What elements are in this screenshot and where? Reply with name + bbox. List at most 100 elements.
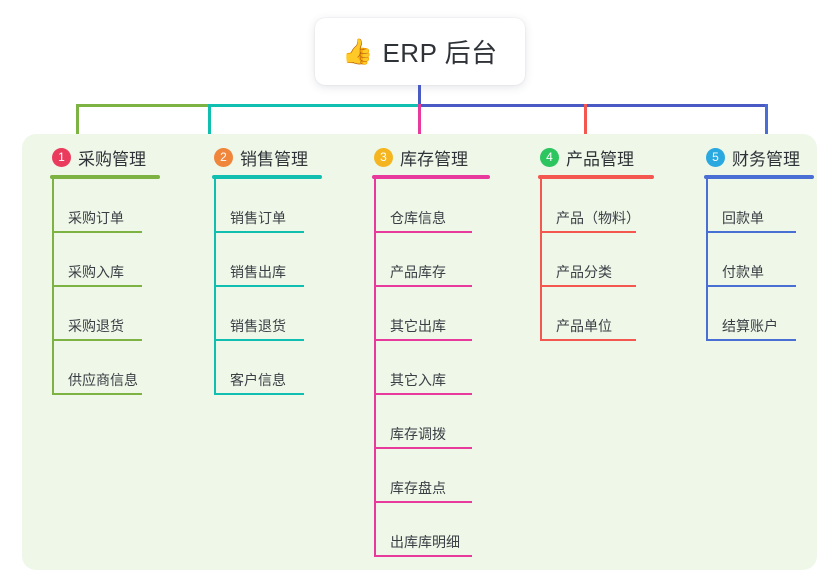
leaf-item-rule [542,339,636,341]
leaf-item[interactable]: 库存调拨 [374,395,518,449]
leaf-item-rule [216,231,304,233]
leaf-item-label: 库存调拨 [390,426,446,442]
column-spine-5 [706,179,708,341]
column-badge-1: 1 [52,147,71,167]
leaf-item[interactable]: 其它入库 [374,341,518,395]
column-title-5: 财务管理 [732,149,800,169]
column-spine-4 [540,179,542,341]
leaf-item[interactable]: 销售出库 [214,233,352,287]
root-node[interactable]: 👍 ERP 后台 [315,18,525,85]
connector-bar-left [76,104,210,107]
column-header-1[interactable]: 1 采购管理 [36,144,194,170]
leaf-item-label: 产品分类 [556,264,612,280]
leaf-item-rule [216,285,304,287]
leaf-item-rule [54,393,142,395]
leaf-item-label: 采购退货 [68,318,124,334]
leaf-item[interactable]: 付款单 [706,233,832,287]
leaf-item[interactable]: 仓库信息 [374,179,518,233]
leaf-item-label: 供应商信息 [68,372,138,388]
column-items-4: 产品（物料） 产品分类产品单位 [524,179,682,341]
column-badge-3: 3 [374,147,393,167]
leaf-item-label: 产品（物料） [556,210,640,226]
root-node-label: ERP 后台 [382,38,498,68]
column-items-1: 采购订单采购入库采购退货供应商信息 [36,179,194,395]
leaf-item-label: 采购入库 [68,264,124,280]
leaf-item[interactable]: 采购订单 [52,179,194,233]
column-title-1: 采购管理 [78,149,146,169]
leaf-item[interactable]: 回款单 [706,179,832,233]
connector-bar-right [418,104,768,107]
leaf-item[interactable]: 出库库明细 [374,503,518,557]
leaf-item-label: 销售出库 [230,264,286,280]
column-rule-2 [212,175,322,179]
leaf-item[interactable]: 产品单位 [540,287,682,341]
column-4: 4 产品管理产品（物料） 产品分类产品单位 [524,144,682,341]
connector-drop-4 [584,104,587,136]
column-spine-1 [52,179,54,395]
diagram-panel [22,134,817,570]
column-spine-3 [374,179,376,557]
column-header-3[interactable]: 3 库存管理 [358,144,518,170]
column-title-4: 产品管理 [566,149,634,169]
leaf-item-label: 库存盘点 [390,480,446,496]
leaf-item[interactable]: 销售订单 [214,179,352,233]
column-title-2: 销售管理 [240,149,308,169]
connector-drop-1 [76,104,79,136]
connector-drop-3 [418,104,421,136]
column-rule-4 [538,175,654,179]
leaf-item-label: 结算账户 [722,318,778,334]
column-header-2[interactable]: 2 销售管理 [198,144,352,170]
leaf-item-rule [708,231,796,233]
column-title-3: 库存管理 [400,149,468,169]
connector-bar-mid [208,104,420,107]
leaf-item-rule [54,339,142,341]
column-badge-4: 4 [540,147,559,167]
column-1: 1 采购管理采购订单采购入库采购退货供应商信息 [36,144,194,395]
connector-drop-5 [765,104,768,136]
leaf-item[interactable]: 库存盘点 [374,449,518,503]
leaf-item-rule [54,231,142,233]
leaf-item-rule [376,285,472,287]
leaf-item[interactable]: 产品分类 [540,233,682,287]
column-spine-2 [214,179,216,395]
column-items-2: 销售订单销售出库销售退货客户信息 [198,179,352,395]
column-rule-5 [704,175,814,179]
column-items-3: 仓库信息产品库存其它出库其它入库库存调拨库存盘点出库库明细 [358,179,518,557]
leaf-item-label: 回款单 [722,210,764,226]
leaf-item[interactable]: 销售退货 [214,287,352,341]
leaf-item-label: 出库库明细 [390,534,460,550]
column-header-4[interactable]: 4 产品管理 [524,144,682,170]
leaf-item-rule [376,501,472,503]
leaf-item[interactable]: 采购入库 [52,233,194,287]
column-3: 3 库存管理仓库信息产品库存其它出库其它入库库存调拨库存盘点出库库明细 [358,144,518,557]
leaf-item-label: 销售退货 [230,318,286,334]
leaf-item[interactable]: 采购退货 [52,287,194,341]
leaf-item-rule [216,393,304,395]
leaf-item[interactable]: 产品（物料） [540,179,682,233]
leaf-item[interactable]: 其它出库 [374,287,518,341]
leaf-item-label: 销售订单 [230,210,286,226]
leaf-item[interactable]: 结算账户 [706,287,832,341]
leaf-item-label: 产品单位 [556,318,612,334]
leaf-item-rule [376,555,472,557]
leaf-item-rule [376,231,472,233]
leaf-item-label: 产品库存 [390,264,446,280]
leaf-item-label: 采购订单 [68,210,124,226]
column-badge-2: 2 [214,147,233,167]
leaf-item[interactable]: 供应商信息 [52,341,194,395]
leaf-item-rule [708,339,796,341]
column-rule-3 [372,175,490,179]
column-items-5: 回款单付款单结算账户 [690,179,832,341]
leaf-item-label: 仓库信息 [390,210,446,226]
leaf-item[interactable]: 产品库存 [374,233,518,287]
connector-trunk [418,85,421,105]
leaf-item-label: 客户信息 [230,372,286,388]
leaf-item-rule [376,339,472,341]
leaf-item[interactable]: 客户信息 [214,341,352,395]
leaf-item-rule [376,393,472,395]
connector-drop-2 [208,104,211,136]
leaf-item-label: 其它入库 [390,372,446,388]
leaf-item-rule [542,231,636,233]
